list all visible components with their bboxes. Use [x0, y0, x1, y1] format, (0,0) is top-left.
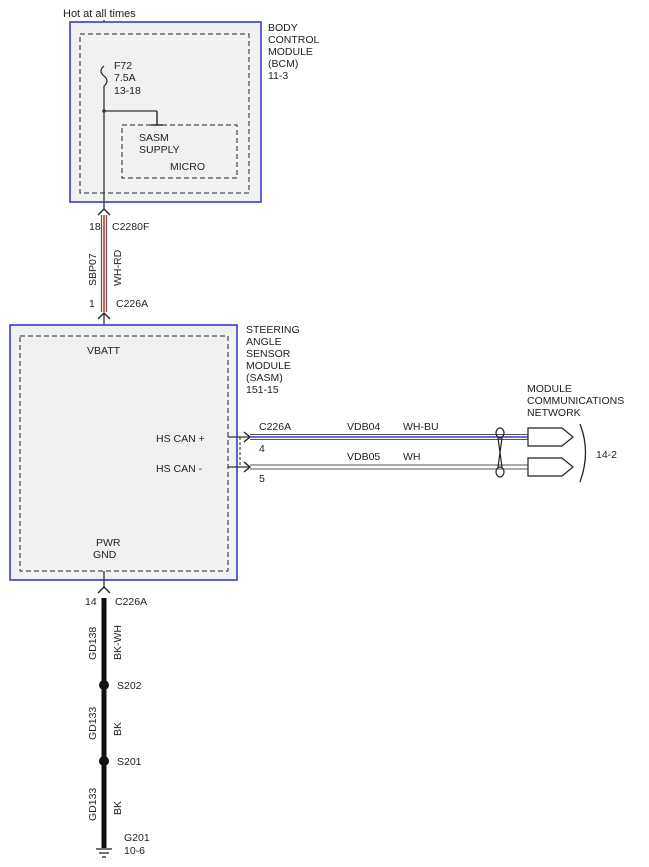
network-ref: 14-2: [596, 449, 617, 461]
gnd-label: GND: [93, 549, 117, 561]
sasm-supply-line-2: SUPPLY: [139, 144, 180, 156]
c226a-top-label: C226A: [116, 298, 148, 310]
sasm-supply-line-1: SASM: [139, 132, 169, 144]
c226a-bottom-pin: 14: [85, 596, 97, 608]
sasm-supply-block: [121, 124, 238, 179]
bcm-name-3: MODULE: [268, 46, 313, 58]
gd138-circuit: GD138: [87, 627, 99, 660]
bcm-name-1: BODY: [268, 22, 298, 34]
wire-vdb05: [250, 464, 528, 470]
sbp07-circuit: SBP07: [87, 253, 99, 286]
network-name-2: COMMUNICATIONS: [527, 395, 624, 407]
gd133-b-circuit: GD133: [87, 788, 99, 821]
connector-c226a-bottom-icon: [97, 586, 111, 594]
c226a-top-pin: 1: [89, 298, 95, 310]
network-name-1: MODULE: [527, 383, 572, 395]
can-connector-label: C226A: [259, 421, 291, 433]
hs-can-minus-label: HS CAN -: [156, 463, 203, 475]
wire-sbp07: [100, 215, 108, 312]
bcm-name-2: CONTROL: [268, 34, 319, 46]
can-minus-pin: 5: [259, 473, 265, 485]
wire-vdb04: [250, 433, 528, 441]
bcm-name-5: 11-3: [268, 70, 288, 82]
sasm-name-2: ANGLE: [246, 336, 282, 348]
bcm-module: F72 7.5A 13-18 SASM SUPPLY MICRO: [69, 21, 262, 210]
sasm-name-3: SENSOR: [246, 348, 291, 360]
sasm-module: VBATT HS CAN + HS CAN - PWR GND: [9, 324, 238, 581]
sasm-inner-dashed: [19, 335, 229, 572]
splice-s202-label: S202: [117, 680, 142, 692]
fuse-rating: 7.5A: [114, 72, 136, 84]
sasm-name-4: MODULE: [246, 360, 291, 372]
gd133-a-color: BK: [112, 722, 124, 736]
sasm-outline: [9, 324, 238, 581]
bcm-name-4: (BCM): [268, 58, 298, 70]
supply-label: Hot at all times: [63, 8, 136, 20]
vdb04-color: WH-BU: [403, 421, 439, 433]
bcm-outline: [69, 21, 262, 203]
gd133-b-color: BK: [112, 801, 124, 815]
ground-point-id: G201: [124, 832, 150, 844]
sbp07-color: WH-RD: [112, 249, 124, 286]
vdb04-circuit: VDB04: [347, 421, 380, 433]
sasm-name-1: STEERING: [246, 324, 300, 336]
vdb05-color: WH: [403, 451, 421, 463]
gd138-color: BK-WH: [112, 625, 124, 660]
ground-symbol-icon: [96, 848, 112, 858]
gd133-a-circuit: GD133: [87, 707, 99, 740]
fuse-ref: 13-18: [114, 85, 141, 97]
connector-c2280f-icon: [97, 208, 111, 216]
ground-point-ref: 10-6: [124, 845, 145, 857]
pwr-label: PWR: [96, 537, 121, 549]
bcm-inner-dashed: [79, 33, 250, 194]
c2280f-label: C2280F: [112, 221, 149, 233]
c226a-bottom-label: C226A: [115, 596, 147, 608]
vbatt-label: VBATT: [87, 345, 121, 357]
sasm-name-5: (SASM): [246, 372, 283, 384]
network-brace-icon: [579, 423, 587, 483]
hs-can-plus-label: HS CAN +: [156, 433, 205, 445]
network-arrow-plus-icon: [527, 427, 574, 447]
sasm-name-6: 151-15: [246, 384, 279, 396]
splice-s201-label: S201: [117, 756, 142, 768]
micro-label: MICRO: [170, 161, 205, 173]
fuse-f72-icon: [100, 65, 108, 87]
twisted-pair-icon: [495, 427, 505, 478]
fuse-id: F72: [114, 60, 132, 72]
network-name-3: NETWORK: [527, 407, 581, 419]
vdb05-circuit: VDB05: [347, 451, 380, 463]
can-plus-pin: 4: [259, 443, 265, 455]
c2280f-pin: 18: [89, 221, 101, 233]
network-arrow-minus-icon: [527, 457, 574, 477]
